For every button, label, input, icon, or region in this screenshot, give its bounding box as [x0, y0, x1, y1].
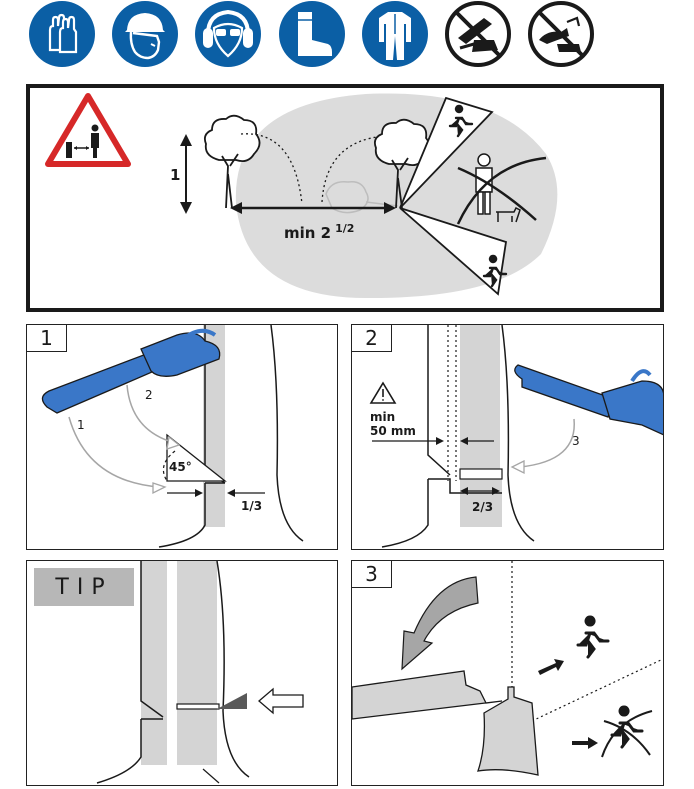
- distance-arrow: [230, 202, 396, 214]
- cut-depth-label: 1/3: [241, 499, 262, 513]
- keep-distance-warning-icon: [45, 93, 131, 167]
- distance-fraction: 1/2: [335, 222, 354, 235]
- protective-suit-icon: [361, 0, 429, 68]
- running-person-icon: [576, 615, 610, 659]
- escape-route-upper: [399, 96, 494, 209]
- tree-height-arrow: [180, 134, 192, 214]
- helmet-icon: [111, 0, 179, 68]
- stump: [477, 686, 539, 776]
- chainsaw-icon: [514, 364, 663, 436]
- running-person-icon: [448, 104, 474, 138]
- tip-panel: TIP: [26, 560, 338, 786]
- chainsaw-icon: [41, 328, 221, 414]
- warning-min-label: min: [370, 410, 395, 424]
- step-number: 3: [352, 561, 392, 588]
- step-number: 1: [27, 325, 67, 352]
- running-person-lower-icon: [482, 254, 508, 288]
- step-3-panel: 3: [351, 560, 664, 786]
- no-one-hand-sawing-icon: [444, 0, 512, 68]
- insert-arrow-icon: [258, 687, 304, 715]
- cut-1-label: 1: [77, 418, 85, 432]
- wedge-icon: [217, 693, 247, 709]
- tree-height-label: 1: [170, 166, 180, 184]
- fallen-tree-ghost: [325, 180, 399, 214]
- step-2-panel: 2 min 50 mm 3: [351, 324, 664, 550]
- warning-mm-label: 50 mm: [370, 424, 416, 438]
- standing-tree: [203, 114, 261, 209]
- cut-2-label: 2: [145, 388, 153, 402]
- step-number: 2: [352, 325, 392, 352]
- fall-direction-arrow: [401, 576, 479, 671]
- gloves-icon: [28, 0, 96, 68]
- no-bystander-icon: [456, 153, 547, 225]
- no-kickback-zone-icon: [527, 0, 595, 68]
- warning-icon: [369, 381, 397, 404]
- cut-depth-label: 2/3: [472, 500, 493, 514]
- tip-title: TIP: [34, 568, 134, 606]
- step-1-panel: 1 1 2 45° 1/3: [26, 324, 338, 550]
- safety-boots-icon: [278, 0, 346, 68]
- no-retreat-icon: [610, 705, 644, 749]
- notch-angle-label: 45°: [169, 460, 192, 474]
- escape-route-lower: [399, 207, 508, 296]
- ear-eye-protection-icon: [194, 0, 262, 68]
- cut-3-label: 3: [572, 434, 580, 448]
